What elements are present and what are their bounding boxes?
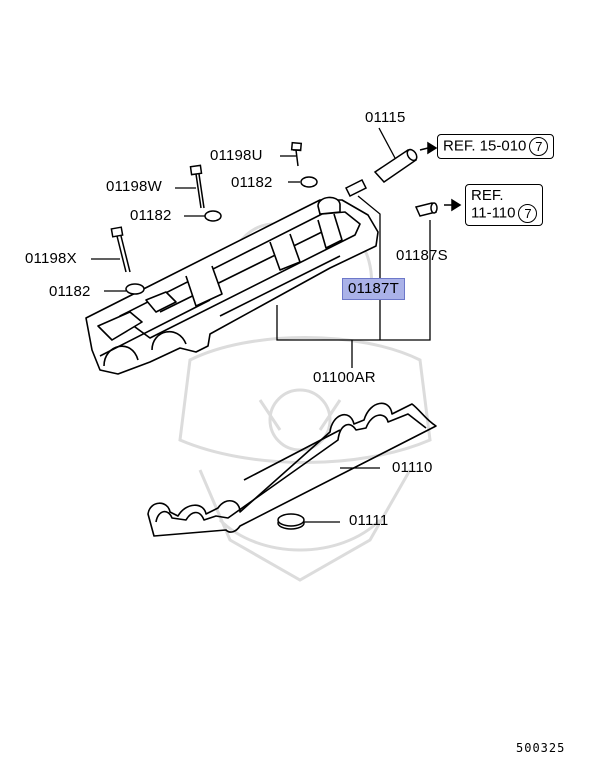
label-01115: 01115 [365,109,406,126]
seal-01111 [277,513,305,530]
hose-01115 [373,148,418,183]
ref-text-line1: REF. [471,187,504,204]
ref-arrows [419,141,462,212]
ref-circle-number: 7 [518,204,538,223]
label-01182-low: 01182 [49,283,91,300]
connector-01187S [414,202,438,217]
connector-01187T [344,178,368,198]
label-01198W: 01198W [106,178,162,195]
ref-text-line2: 11-110 [471,204,516,222]
label-01198U: 01198U [210,147,263,164]
label-01110: 01110 [392,459,433,476]
label-01187S: 01187S [396,247,448,264]
bolt-01198U [290,141,303,167]
label-01187T-highlighted[interactable]: 01187T [342,278,405,300]
label-01111: 01111 [349,512,389,529]
label-01182-top: 01182 [231,174,273,191]
bolt-01198X [110,226,131,273]
ref-text: REF. 15-010 [443,137,527,155]
gasket-01110 [147,402,437,537]
ref-circle-number: 7 [529,137,549,156]
bolt-01198W [189,164,205,209]
label-01198X: 01198X [25,250,77,267]
label-01182-mid: 01182 [130,207,172,224]
document-number: 500325 [516,741,566,755]
valve-cover [85,196,379,375]
label-01100AR: 01100AR [313,369,376,386]
